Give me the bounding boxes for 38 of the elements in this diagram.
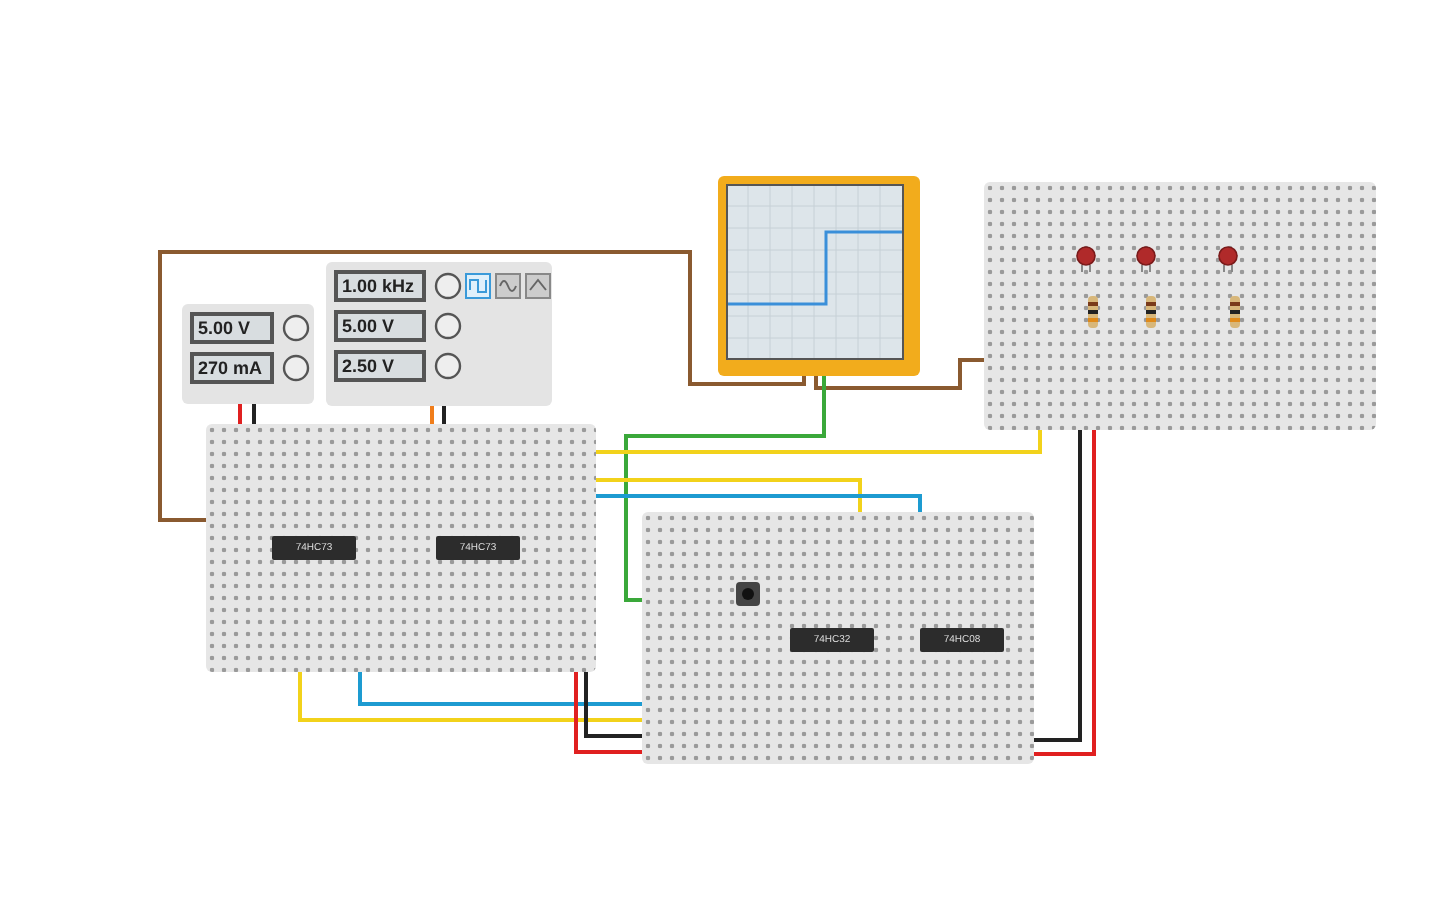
ic-chip (436, 536, 520, 560)
display-readout: 270 mA (190, 352, 274, 384)
jumper-wire (238, 404, 242, 424)
push-button (736, 582, 760, 606)
ic-chip (920, 628, 1004, 652)
jumper-wire (596, 494, 922, 512)
display-readout: 1.00 kHz (334, 270, 426, 302)
jumper-wire (1034, 430, 1082, 742)
jumper-wire (584, 672, 642, 738)
dc-power-supply (182, 304, 314, 404)
jumper-wire (430, 406, 434, 424)
resistor (1146, 296, 1156, 328)
led (1218, 244, 1238, 272)
jumper-wire (814, 358, 984, 390)
jumper-wire (1034, 430, 1096, 756)
jumper-wire (358, 672, 642, 706)
jumper-wire (574, 672, 642, 754)
led (1136, 244, 1156, 272)
breadboard (206, 424, 596, 672)
ic-chip (272, 536, 356, 560)
jumper-wire (596, 430, 1042, 454)
function-generator (326, 262, 552, 406)
ic-chip (790, 628, 874, 652)
breadboard (642, 512, 1034, 764)
display-readout: 2.50 V (334, 350, 426, 382)
jumper-wire (442, 406, 446, 424)
display-readout: 5.00 V (334, 310, 426, 342)
jumper-wire (252, 404, 256, 424)
display-readout: 5.00 V (190, 312, 274, 344)
breadboard (984, 182, 1376, 430)
resistor (1088, 296, 1098, 328)
oscilloscope (718, 176, 920, 376)
jumper-wire (298, 672, 642, 722)
jumper-wire (624, 376, 826, 602)
jumper-wire (158, 250, 806, 522)
jumper-wire (596, 478, 862, 512)
resistor (1230, 296, 1240, 328)
led (1076, 244, 1096, 272)
